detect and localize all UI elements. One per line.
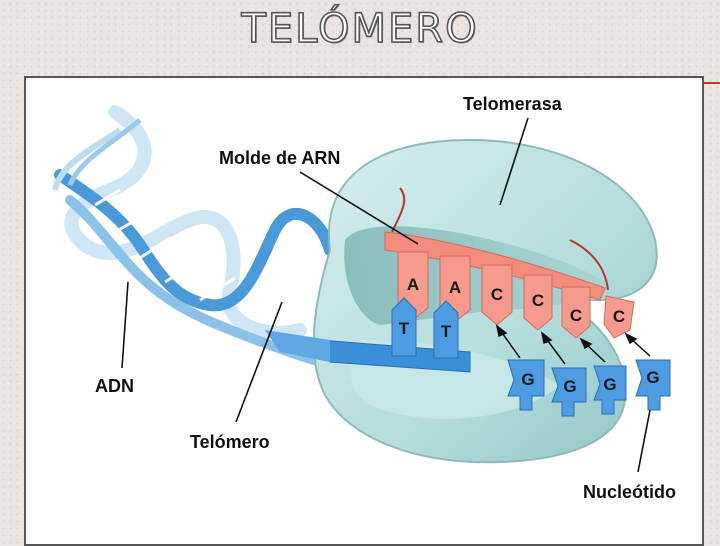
dna-helix [52,105,375,377]
decorative-rule [700,82,720,84]
telomere-base-label: T [399,319,410,338]
rna-base-label: C [532,291,544,310]
telomere-base-label: T [441,322,452,341]
incorporation-arrows [495,324,651,365]
rna-base-label: C [570,306,582,325]
free-nucleotide: G [635,359,671,411]
rna-base-label: C [613,307,625,326]
rna-base-peg: C [523,274,553,331]
rna-template-label: Molde de ARN [219,148,340,168]
nucleotide-label: G [521,370,534,389]
rna-base-peg: C [603,295,635,339]
nucleotide-label: G [603,375,616,394]
rna-base-label: C [491,285,503,304]
telomere-base-peg: T [391,297,417,357]
telomere-base-peg: T [433,300,459,359]
nucleotide-label-caption: Nucleótido [583,482,676,502]
dna-label: ADN [95,376,134,396]
slide-title: TELÓMERO [241,5,479,53]
nucleotide-label: G [646,368,659,387]
telomere-label: Telómero [190,432,270,452]
telomerase-label: Telomerasa [463,94,563,114]
free-nucleotide: G [551,367,587,417]
rna-base-peg: C [481,264,513,326]
rna-base-peg: C [561,286,591,339]
label-leaders [121,117,651,473]
free-nucleotide: G [507,359,545,411]
rna-base-label: A [407,275,419,294]
rna-base-label: A [449,278,461,297]
nucleotide-label: G [563,377,576,396]
free-nucleotide: G [593,365,627,415]
